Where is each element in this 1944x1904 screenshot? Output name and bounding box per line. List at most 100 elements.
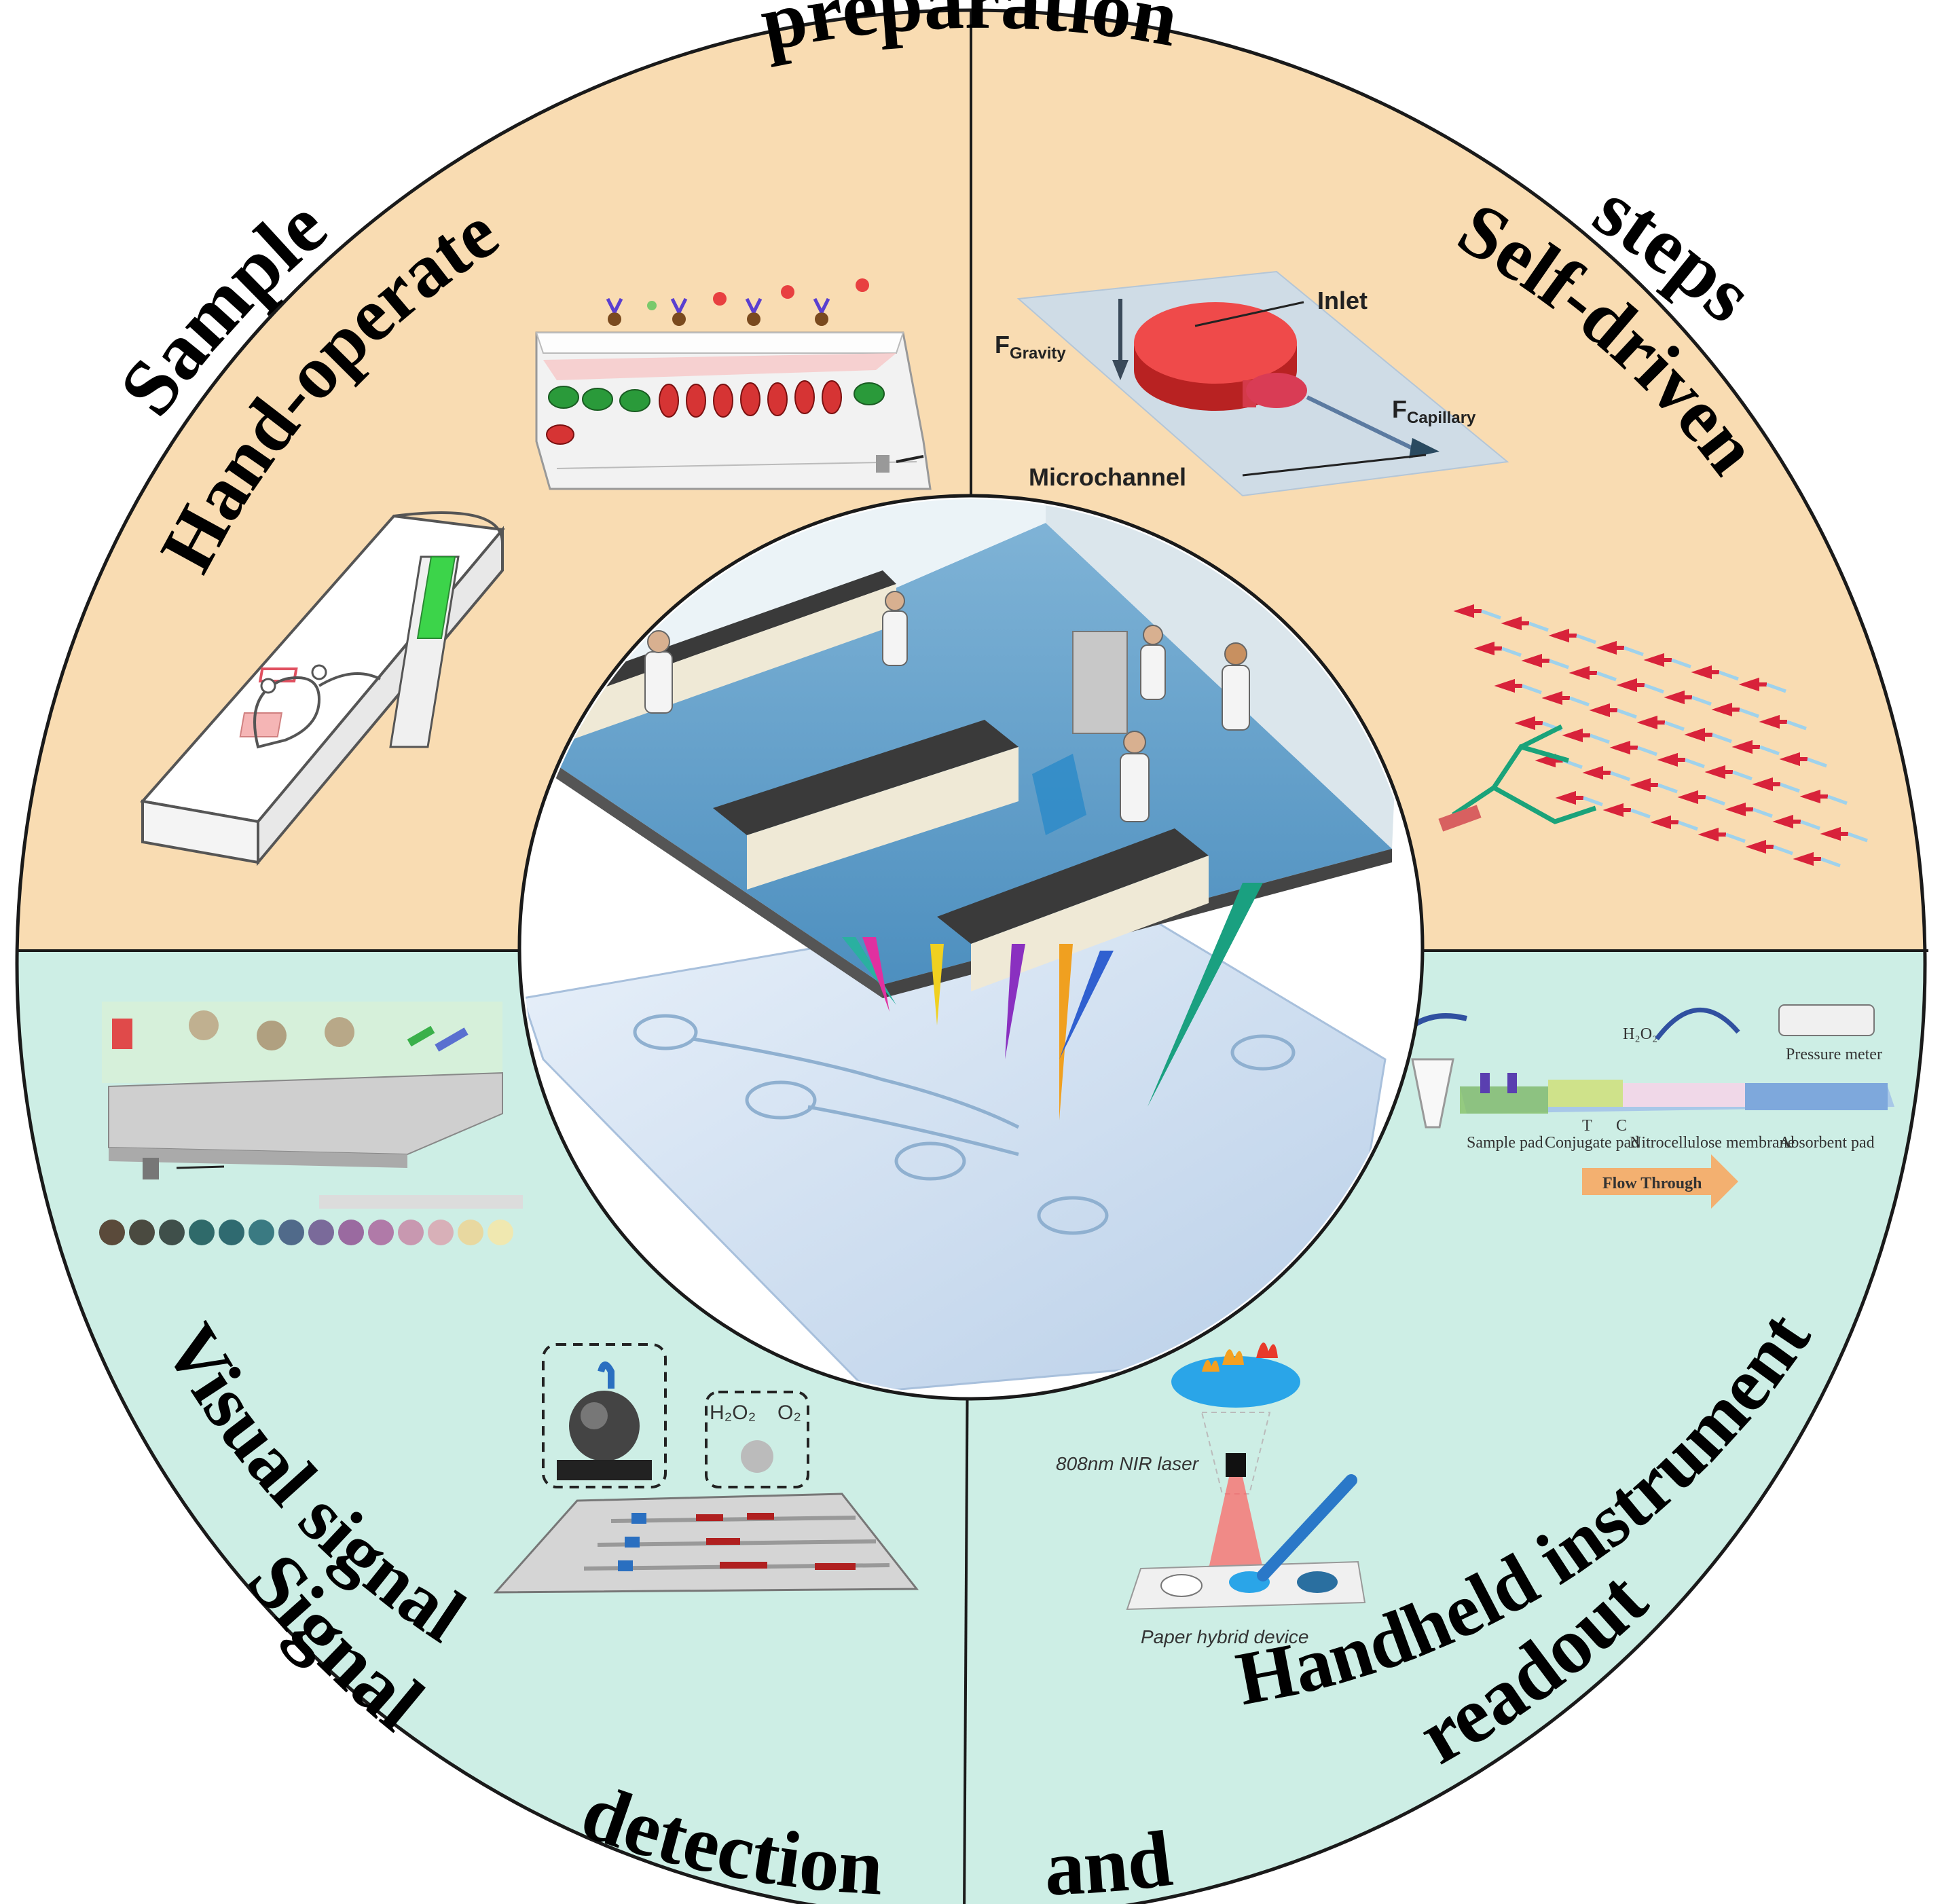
array-channel bbox=[1671, 658, 1691, 669]
array-mark bbox=[1501, 616, 1529, 631]
array-mark bbox=[1657, 752, 1685, 767]
array-channel bbox=[1732, 770, 1753, 781]
handheld-readout-illustration: 808nm NIR laser Paper hybrid device bbox=[1056, 1342, 1366, 1647]
array-channel bbox=[1549, 659, 1569, 670]
array-mark bbox=[1555, 790, 1583, 805]
array-channel bbox=[1827, 794, 1848, 805]
array-channel bbox=[1691, 695, 1712, 706]
label-microchannel: Microchannel bbox=[1029, 463, 1186, 491]
color-dot bbox=[99, 1220, 125, 1245]
array-channel bbox=[1800, 820, 1820, 830]
array-mark bbox=[1772, 814, 1801, 829]
array-channel bbox=[1596, 671, 1617, 682]
array-mark bbox=[1643, 653, 1672, 667]
color-dot bbox=[428, 1220, 454, 1245]
array-mark bbox=[1609, 740, 1638, 755]
color-dot bbox=[308, 1220, 334, 1245]
array-channel bbox=[1786, 720, 1807, 731]
array-mark bbox=[1745, 839, 1774, 854]
array-channel bbox=[1528, 621, 1549, 632]
color-dot bbox=[458, 1220, 483, 1245]
label-o2-small: O₂ bbox=[777, 1402, 801, 1424]
lateral-flow-cassette-illustration bbox=[140, 511, 505, 866]
array-mark bbox=[1759, 714, 1787, 729]
array-mark bbox=[1691, 665, 1719, 680]
array-channel bbox=[1501, 646, 1522, 657]
array-channel bbox=[1705, 795, 1725, 806]
array-channel bbox=[1481, 609, 1501, 620]
color-dot bbox=[338, 1220, 364, 1245]
array-mark bbox=[1596, 640, 1624, 655]
label-laser: 808nm NIR laser bbox=[1056, 1453, 1200, 1474]
array-mark bbox=[1548, 628, 1577, 643]
array-mark bbox=[1616, 678, 1645, 693]
array-channel bbox=[1576, 634, 1596, 644]
self-driven-chip-illustration: Inlet FGravity FCapillary Microchannel bbox=[995, 270, 1509, 497]
array-channel bbox=[1820, 857, 1841, 868]
array-channel bbox=[1685, 758, 1705, 769]
array-channel bbox=[1712, 733, 1732, 744]
microfluidic-chip-illustration-top bbox=[535, 278, 932, 490]
label-pressure-meter: Pressure meter bbox=[1786, 1046, 1882, 1063]
array-mark bbox=[1698, 827, 1726, 842]
colorimetric-chip-illustration bbox=[99, 1002, 523, 1245]
array-channel bbox=[1753, 807, 1773, 818]
array-mark bbox=[1589, 703, 1617, 718]
array-mark bbox=[1514, 716, 1543, 731]
array-mark bbox=[1684, 727, 1712, 742]
array-channel bbox=[1739, 708, 1759, 718]
label-conjugate-pad: Conjugate pad bbox=[1545, 1134, 1639, 1152]
array-mark bbox=[1793, 852, 1821, 866]
array-mark bbox=[1636, 715, 1665, 730]
array-channel bbox=[1590, 733, 1610, 744]
array-channel bbox=[1610, 771, 1630, 782]
color-dot bbox=[278, 1220, 304, 1245]
array-channel bbox=[1725, 832, 1746, 843]
array-mark bbox=[1582, 765, 1611, 780]
array-channel bbox=[1583, 796, 1603, 807]
array-mark bbox=[1494, 678, 1522, 693]
label-paper-device: Paper hybrid device bbox=[1141, 1626, 1308, 1647]
array-mark bbox=[1602, 803, 1631, 818]
array-mark bbox=[1738, 677, 1767, 692]
array-channel bbox=[1630, 808, 1651, 819]
array-channel bbox=[1766, 682, 1786, 693]
array-channel bbox=[1848, 832, 1868, 843]
array-mark bbox=[1521, 653, 1549, 668]
color-dot bbox=[129, 1220, 155, 1245]
array-mark bbox=[1799, 789, 1828, 804]
array-channel bbox=[1617, 708, 1637, 719]
array-mark bbox=[1711, 702, 1740, 717]
label-t-line: T bbox=[1582, 1117, 1592, 1135]
array-mark bbox=[1704, 765, 1733, 780]
label-flow-through: Flow Through bbox=[1602, 1175, 1702, 1192]
color-dot bbox=[249, 1220, 274, 1245]
color-dot bbox=[159, 1220, 185, 1245]
label-h2o2: H₂O₂ bbox=[1623, 1025, 1657, 1043]
label-capillary: FCapillary bbox=[1392, 395, 1476, 427]
array-mark bbox=[1725, 802, 1753, 817]
array-channel bbox=[1657, 783, 1678, 794]
color-dot bbox=[488, 1220, 513, 1245]
color-dot bbox=[219, 1220, 244, 1245]
lateral-flow-strip-illustration: H₂O₂ Pressure meter T C Sample pad Conju… bbox=[1382, 1004, 1894, 1209]
array-mark bbox=[1820, 826, 1848, 841]
visual-signal-chip-illustration: H₂O₂ O₂ bbox=[493, 1343, 919, 1594]
array-mark bbox=[1779, 752, 1808, 767]
outer-label-and: and bbox=[1043, 1814, 1176, 1904]
array-mark bbox=[1562, 728, 1590, 743]
microchannel-array-illustration bbox=[1438, 604, 1868, 868]
array-channel bbox=[1807, 757, 1827, 768]
color-dot bbox=[189, 1220, 215, 1245]
array-channel bbox=[1759, 745, 1780, 756]
array-channel bbox=[1678, 820, 1698, 831]
label-gravity: FGravity bbox=[995, 331, 1066, 363]
array-mark bbox=[1677, 790, 1706, 805]
divider-vertical-bottom bbox=[963, 1344, 969, 1904]
array-channel bbox=[1644, 683, 1664, 694]
array-channel bbox=[1773, 845, 1793, 856]
array-channel bbox=[1780, 782, 1800, 793]
array-channel bbox=[1637, 746, 1657, 756]
label-absorbent-pad: Absorbent pad bbox=[1779, 1134, 1875, 1152]
